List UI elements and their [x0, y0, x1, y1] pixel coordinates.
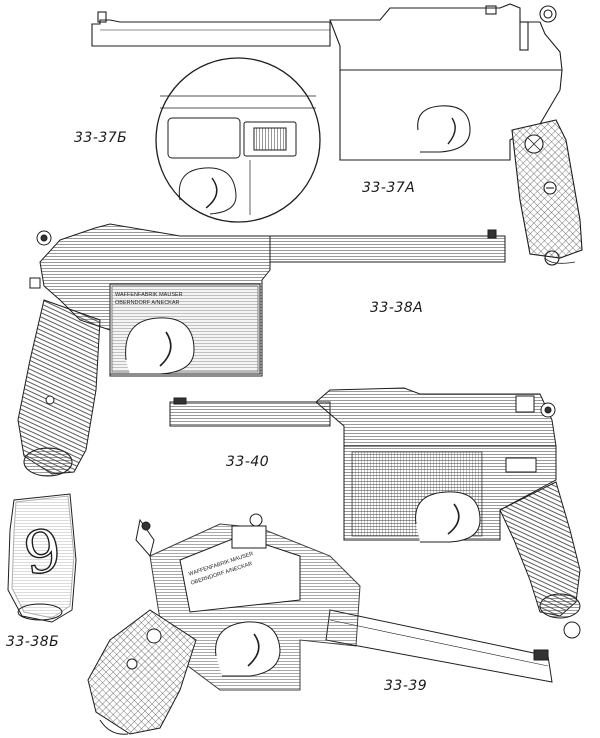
- pistol-33-40: [169, 387, 581, 639]
- stamp-38a-line1: WAFFENFABRIK MAUSER: [115, 292, 183, 298]
- figure-label-33-39: 33-39: [384, 678, 428, 694]
- detail-circle-33-37b: [155, 57, 321, 223]
- grip-detail-33-38b: [7, 493, 77, 623]
- figure-label-33-38b: 33-38Б: [6, 634, 60, 650]
- figure-label-33-40: 33-40: [226, 454, 270, 470]
- stamp-38a-line2: OBERNDORF A/NECKAR: [115, 300, 180, 306]
- pistol-33-37a: [91, 3, 583, 266]
- pistol-33-39: [87, 513, 553, 735]
- pistol-33-38a: [17, 223, 506, 477]
- figure-label-33-37b: 33-37Б: [74, 130, 128, 146]
- figure-label-33-37a: 33-37А: [362, 180, 416, 196]
- figure-label-33-38a: 33-38А: [370, 300, 424, 316]
